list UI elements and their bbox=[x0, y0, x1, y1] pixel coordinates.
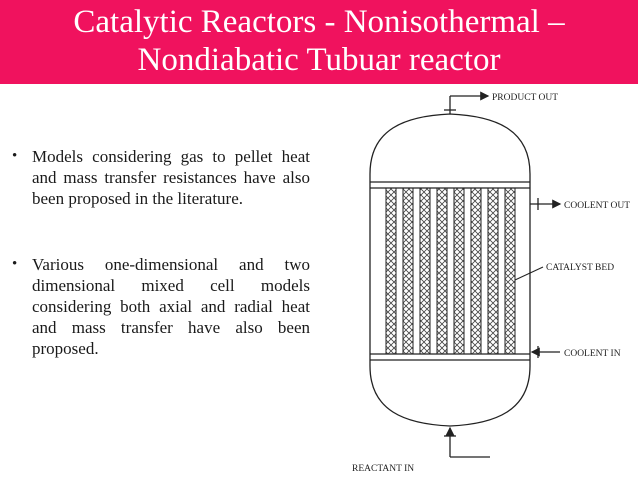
bullet-item: • Models considering gas to pellet heat … bbox=[12, 146, 310, 209]
reactor-vessel bbox=[369, 113, 531, 427]
label-catalyst-bed: CATALYST BED bbox=[546, 263, 614, 273]
reactor-diagram: PRODUCT OUT COOLENT OUT CATALYST BED COO… bbox=[352, 91, 630, 474]
label-reactant-in: REACTANT IN bbox=[352, 464, 414, 474]
bullet-list: • Models considering gas to pellet heat … bbox=[12, 146, 310, 359]
bullet-text: Various one-dimensional and two dimensio… bbox=[32, 255, 310, 358]
bullet-text: Models considering gas to pellet heat an… bbox=[32, 147, 310, 208]
label-coolent-out: COOLENT OUT bbox=[564, 201, 630, 211]
label-product-out: PRODUCT OUT bbox=[492, 93, 558, 103]
slide-title-line-2: Nondiabatic Tubuar reactor bbox=[137, 42, 501, 78]
title-bar: Catalytic Reactors - Nonisothermal – Non… bbox=[0, 0, 638, 84]
catalyst-bed-leader bbox=[514, 266, 544, 281]
bullet-item: • Various one-dimensional and two dimens… bbox=[12, 254, 310, 359]
catalyst-tubes bbox=[385, 187, 516, 355]
label-coolent-in: COOLENT IN bbox=[564, 349, 621, 359]
bullet-marker: • bbox=[12, 256, 18, 272]
coolent-inlet-pipe bbox=[530, 346, 560, 358]
coolent-outlet-pipe bbox=[530, 198, 562, 210]
bullet-marker: • bbox=[12, 148, 18, 164]
reactant-inlet-pipe bbox=[444, 426, 490, 458]
product-outlet-pipe bbox=[444, 91, 490, 114]
slide-title-line-1: Catalytic Reactors - Nonisothermal – bbox=[73, 4, 565, 40]
